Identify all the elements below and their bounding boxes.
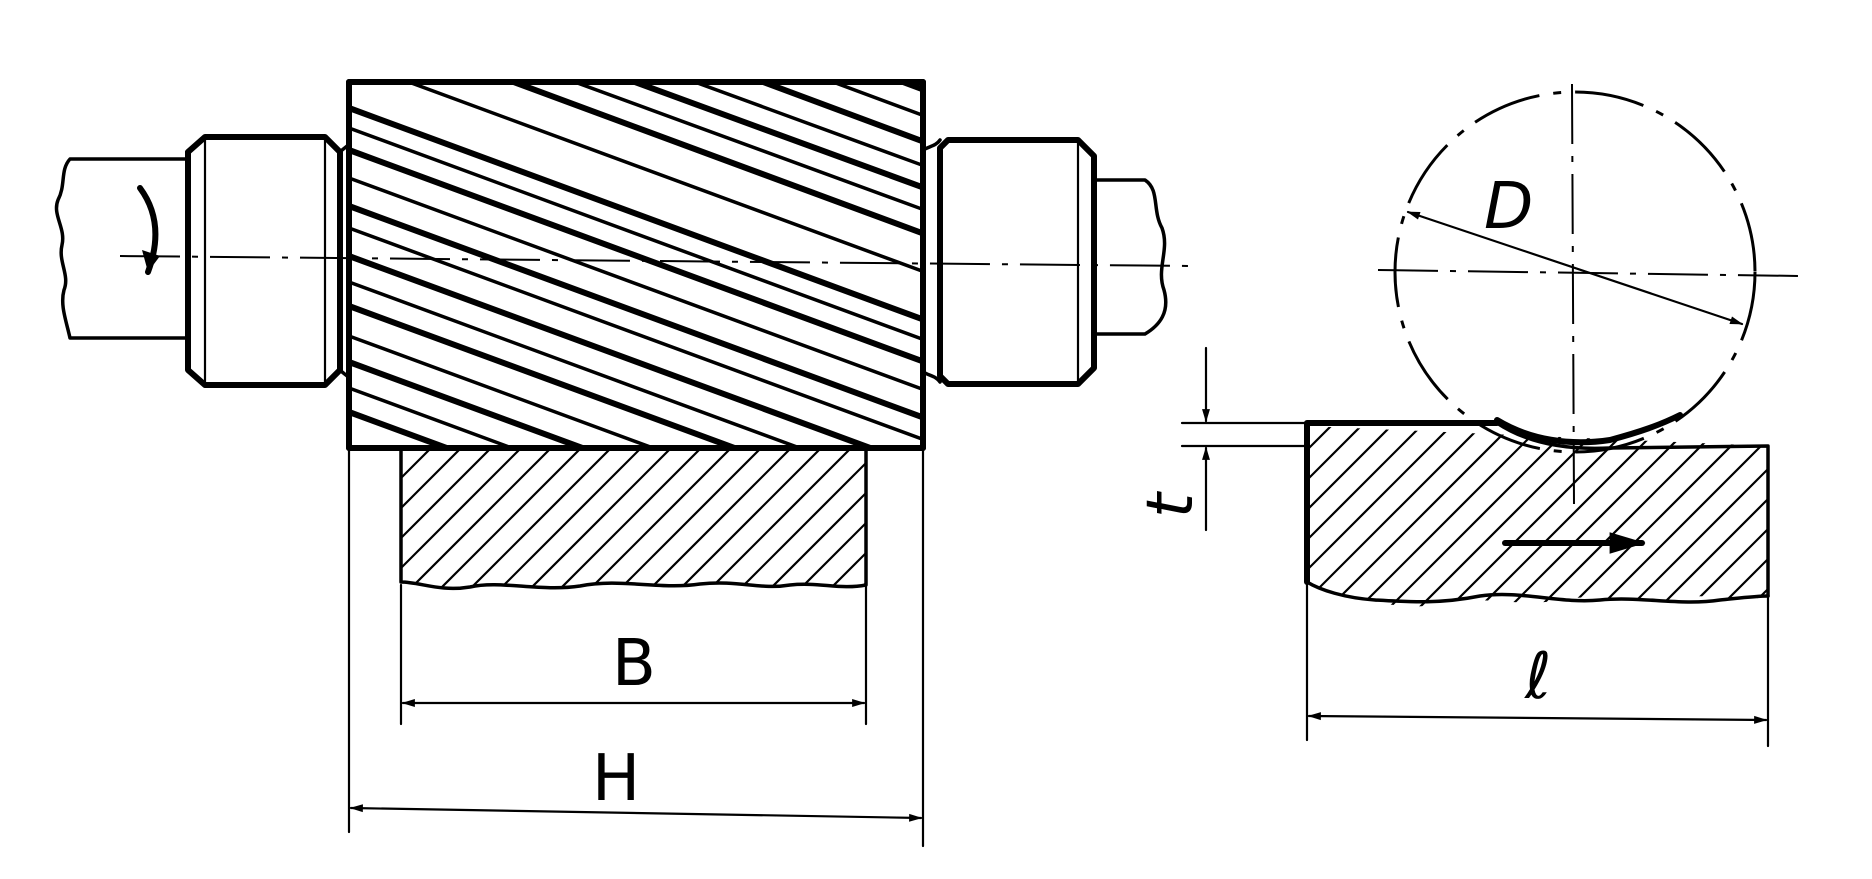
section-hatch-line [879,448,1031,600]
workpiece-left [399,446,1151,600]
section-hatch-line [1835,420,1872,612]
label-l: ℓ [1524,640,1551,714]
section-hatch-line [548,448,702,589]
section-hatch-line [1654,426,1768,607]
workpiece-right [1304,420,1872,612]
section-hatch-line [401,448,552,589]
section-hatch-line [1624,426,1768,607]
label-H: H [592,742,640,816]
diameter-arrow [1406,210,1744,326]
section-hatch-line [1324,426,1518,607]
section-hatch-line [638,448,792,589]
section-hatch-line [1384,426,1578,607]
section-hatch-line [428,448,582,589]
label-t: t [1134,490,1208,518]
label-B: B [612,627,656,701]
section-hatch-line [401,448,402,589]
section-hatch-line [401,448,432,589]
section-hatch-line [1474,426,1668,607]
section-hatch-line [1684,426,1768,607]
section-hatch-line [1594,426,1768,607]
section-hatch-line [969,448,1121,600]
section-hatch-line [401,448,522,589]
right-shaft [1092,178,1168,336]
section-hatch-line [1865,420,1872,612]
section-hatch-line [578,448,732,589]
section-hatch-line [1414,426,1608,607]
section-hatch-line [518,448,672,589]
left-shaft [54,157,188,340]
section-hatch-line [1307,426,1428,607]
section-hatch-line [1307,426,1368,607]
hob-assembly [54,79,1193,451]
cutter-circle [1393,90,1757,454]
section-hatch-line [401,448,462,589]
section-hatch-line [401,448,492,589]
section-hatch-line [1354,426,1548,607]
hob-body [346,79,926,451]
section-hatch-line [1307,426,1398,607]
section-hatch-line [668,448,822,589]
dimension-H: H [347,446,925,848]
section-hatch-line [728,448,866,589]
cutter-end-view: D [1377,83,1801,506]
section-hatch-line [1444,426,1638,607]
section-hatch-line [1307,426,1458,607]
left-collar [185,134,351,388]
section-hatch-line [1564,426,1758,607]
right-collar [921,137,1097,387]
section-hatch-line [1307,426,1488,607]
section-hatch-line [488,448,642,589]
dimension-t: t [1134,346,1309,532]
section-hatch-line [1744,426,1768,607]
section-hatch-line [758,448,866,589]
section-hatch-line [999,448,1151,600]
section-hatch-line [1775,420,1872,612]
dimension-l: ℓ [1305,580,1770,748]
label-D: D [1484,170,1533,244]
section-hatch-line [698,448,852,589]
section-hatch-line [939,448,1091,600]
section-hatch-line [848,448,866,589]
section-hatch-line [608,448,762,589]
section-hatch-line [1714,426,1768,607]
section-hatch-line [458,448,612,589]
dimension-B: B [399,583,868,726]
section-hatch-line [909,448,1061,600]
section-hatch-line [1504,426,1698,607]
section-hatch-line [1805,420,1872,612]
section-hatch-line [1534,426,1728,607]
hob-helical-teeth [349,82,923,448]
section-hatch-line [818,448,866,589]
